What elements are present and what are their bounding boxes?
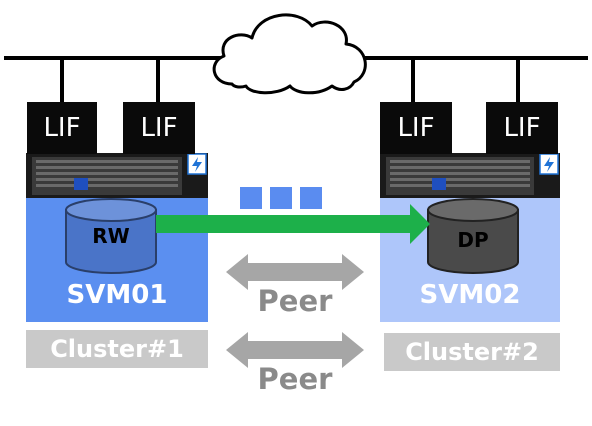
lif-label: LIF (503, 113, 541, 143)
storage-controller-left (26, 153, 208, 198)
lif-box: LIF (380, 102, 452, 154)
cluster2-label: Cluster#2 (384, 333, 560, 371)
netapp-logo-icon (432, 178, 446, 190)
lif-label: LIF (140, 113, 178, 143)
netapp-logo-icon (74, 178, 88, 190)
data-packet (240, 187, 262, 209)
peer-arrow-top (226, 254, 364, 290)
peer-arrow-bottom (226, 332, 364, 368)
volume-dp-cylinder (427, 198, 519, 274)
cluster2-label-text: Cluster#2 (405, 338, 539, 366)
replication-arrow (156, 204, 430, 244)
lif-box: LIF (27, 102, 97, 154)
svm02-label: SVM02 (419, 280, 521, 310)
lif-box: LIF (486, 102, 558, 154)
lif-box: LIF (123, 102, 195, 154)
flash-icon (544, 157, 554, 172)
volume-dp-label: DP (457, 228, 489, 252)
data-packet (300, 187, 322, 209)
data-packet (270, 187, 292, 209)
peer-label-svm: Peer (257, 284, 333, 318)
cluster1-label-text: Cluster#1 (50, 335, 184, 363)
flash-icon (192, 157, 202, 172)
cloud-icon (212, 13, 367, 95)
cluster1-label: Cluster#1 (26, 330, 208, 368)
lif-label: LIF (397, 113, 435, 143)
storage-controller-right (380, 153, 560, 198)
volume-rw-label: RW (92, 224, 130, 248)
volume-rw-cylinder (65, 198, 157, 274)
svm01-label: SVM01 (66, 280, 168, 310)
lif-label: LIF (43, 113, 81, 143)
peer-label-cluster: Peer (257, 362, 333, 396)
